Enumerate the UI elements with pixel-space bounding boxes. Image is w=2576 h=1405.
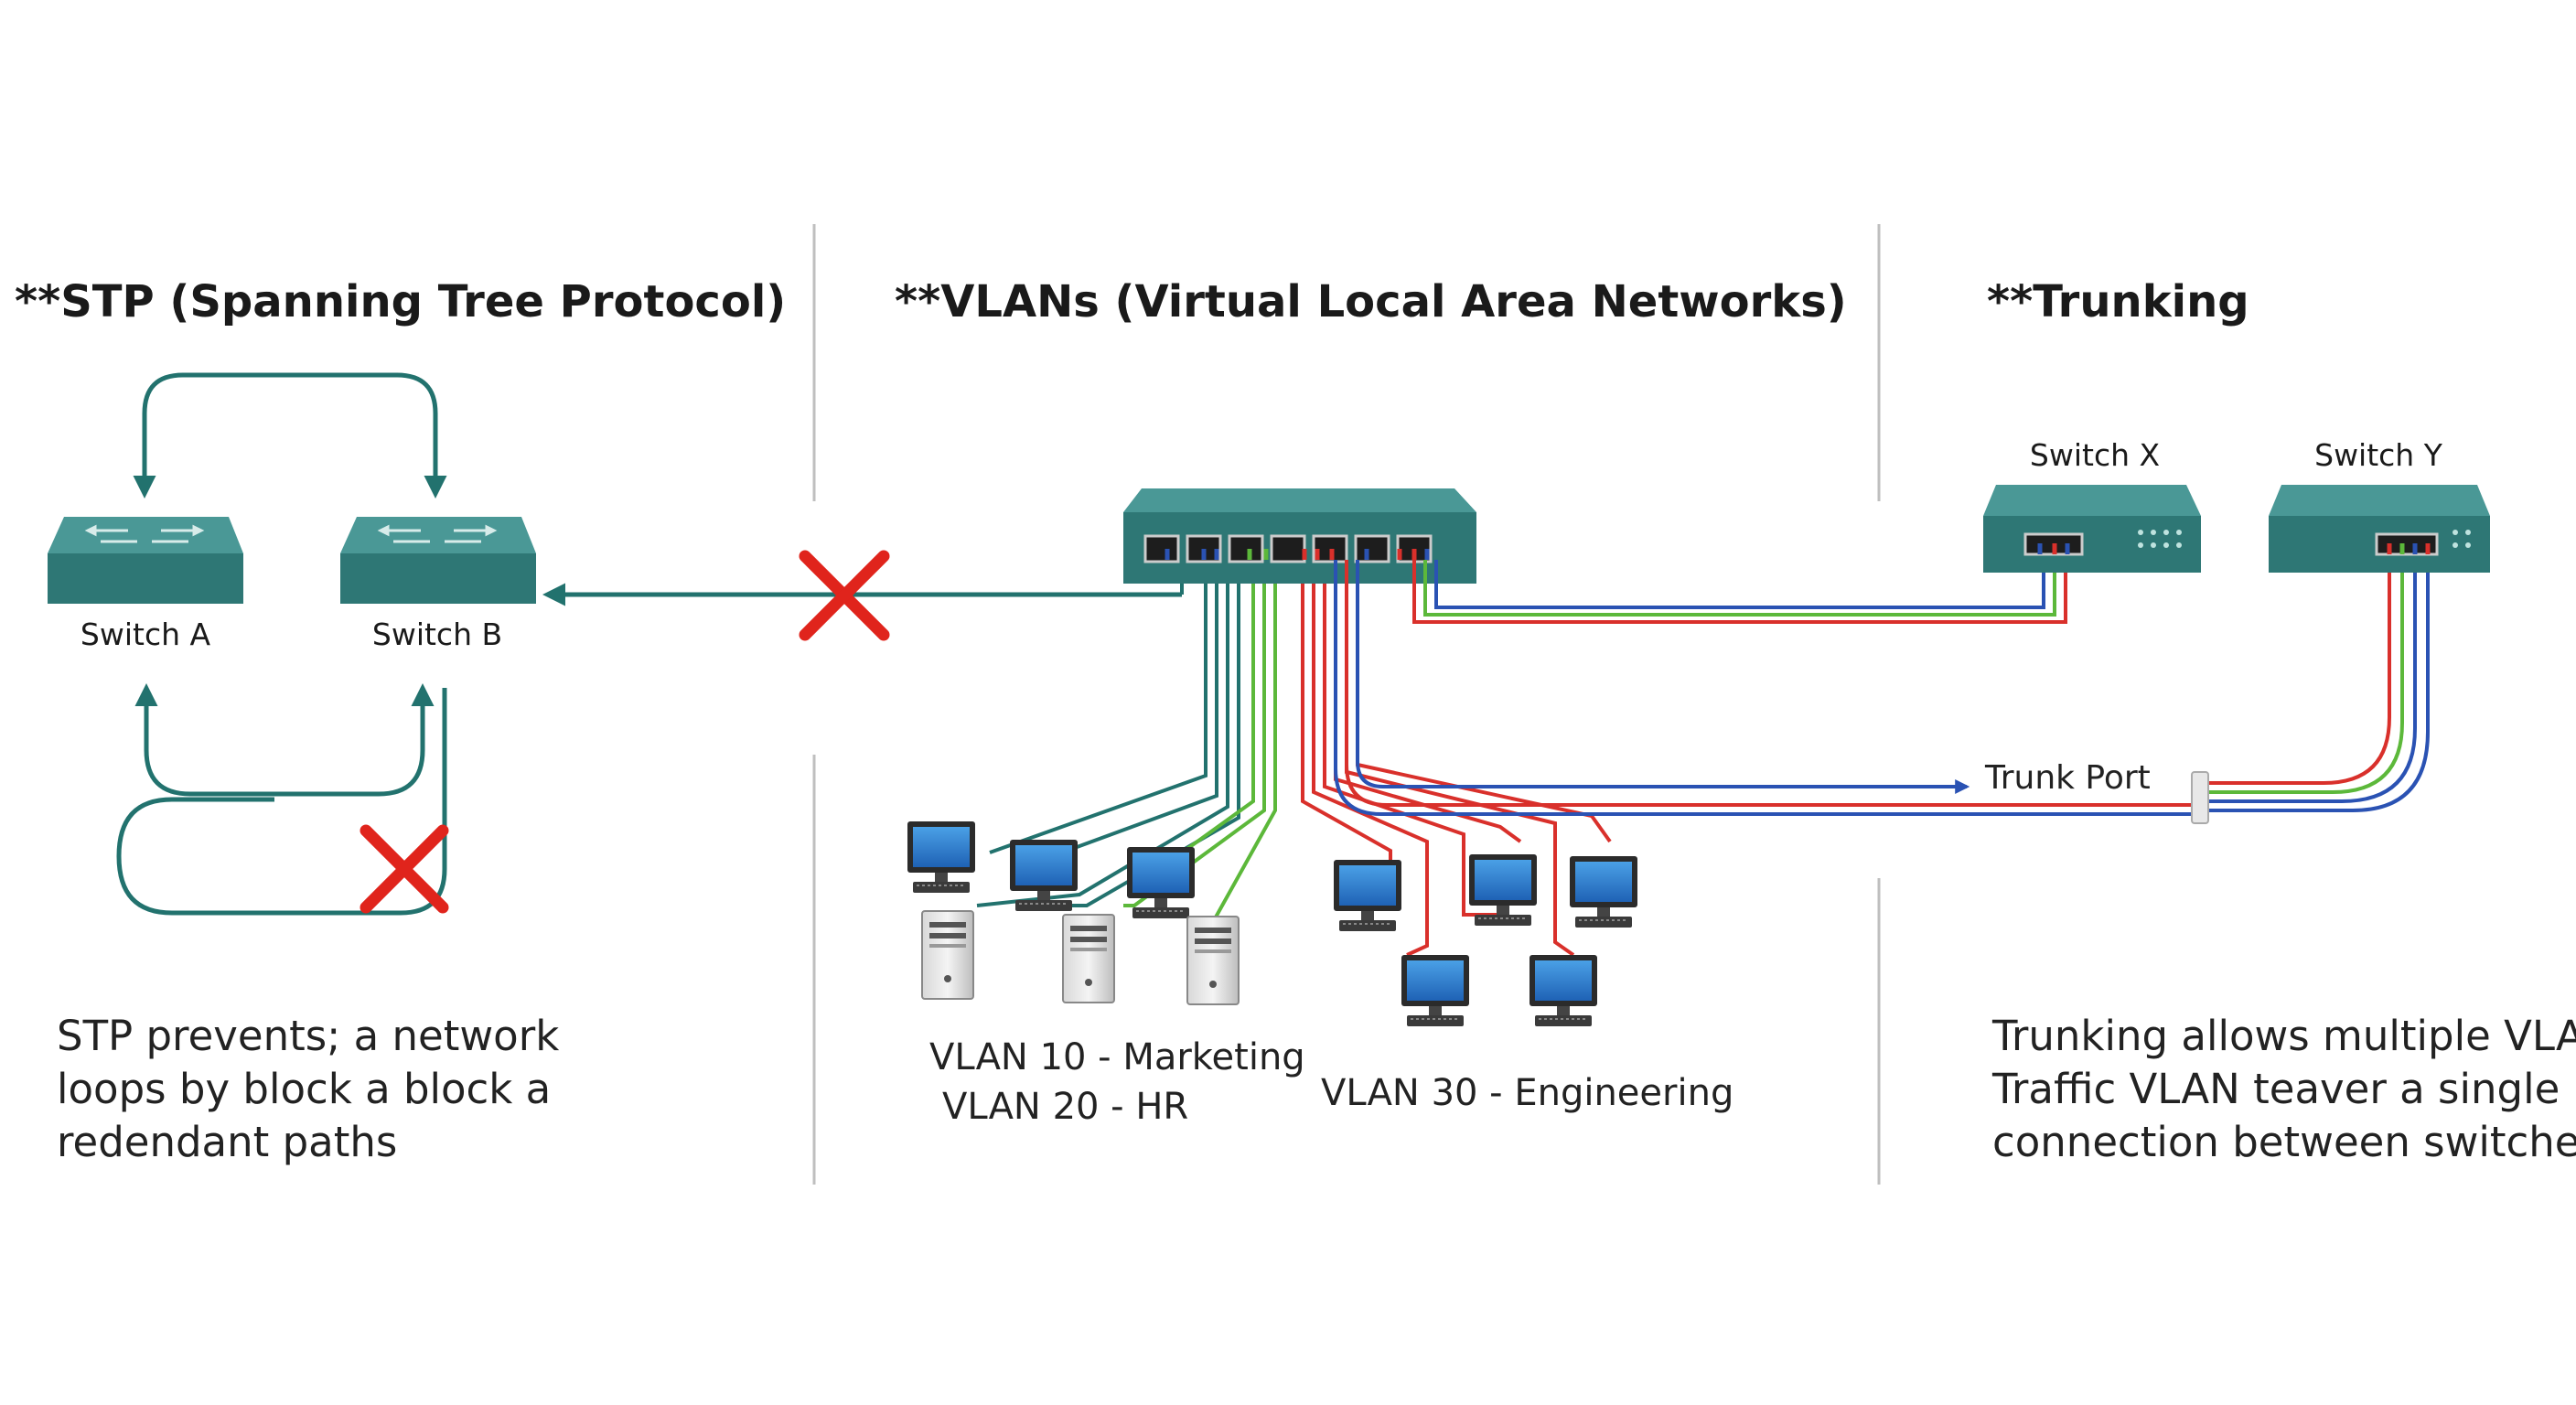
- trunk-to-switch-y: [1334, 552, 2430, 816]
- vlan30-label: VLAN 30 - Engineering: [1321, 1072, 1734, 1114]
- trunking-title: **Trunking: [1987, 276, 2249, 327]
- switch-x-label: Switch X: [2029, 437, 2161, 473]
- blocked-link-x-icon: [799, 550, 890, 641]
- stp-caption-line-1: STP prevents; a network: [57, 1012, 560, 1060]
- stp-top-link: [133, 372, 447, 499]
- switch-y: [2269, 485, 2490, 573]
- switch-b: [340, 517, 536, 604]
- trunking-caption-line-1: Trunking allows multiple VLANs: [1992, 1012, 2576, 1060]
- vlan-switch: [1123, 488, 1476, 584]
- trunking-caption-line-3: connection between switches: [1992, 1118, 2576, 1166]
- switch-x: [1983, 485, 2201, 573]
- stp-caption: STP prevents; a network loops by block a…: [57, 1010, 559, 1169]
- switch-y-label: Switch Y: [2314, 437, 2442, 473]
- trunking-caption-line-2: Traffic VLAN teaver a single: [1992, 1065, 2560, 1113]
- vlan30-hosts: [1333, 853, 1638, 1027]
- vlan10-label: VLAN 10 - Marketing: [929, 1036, 1305, 1078]
- switch-a: [48, 517, 243, 604]
- switch-b-label: Switch B: [371, 617, 503, 652]
- switch-a-label: Switch A: [80, 617, 211, 652]
- stp-caption-line-3: redendant paths: [57, 1118, 398, 1166]
- stp-title: **STP (Spanning Tree Protocol): [15, 276, 787, 327]
- trunk-to-switch-x: [1412, 552, 2067, 624]
- trunk-port-label: Trunk Port: [1985, 759, 2151, 797]
- trunk-port-connector: [2191, 771, 2209, 824]
- vlan20-label: VLAN 20 - HR: [942, 1086, 1189, 1128]
- trunking-caption: Trunking allows multiple VLANs Traffic V…: [1992, 1010, 2576, 1169]
- vlan10-20-hosts: [907, 820, 1240, 1005]
- stp-caption-line-2: loops by block a block a: [57, 1065, 552, 1113]
- blocked-x-icon: [360, 824, 449, 914]
- vlans-title: **VLANs (Virtual Local Area Networks): [895, 276, 1847, 327]
- stp-lower-link: [134, 683, 435, 797]
